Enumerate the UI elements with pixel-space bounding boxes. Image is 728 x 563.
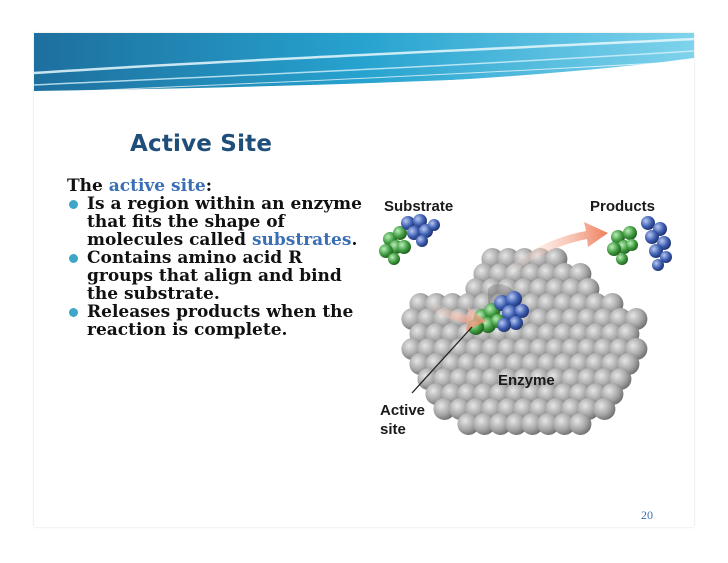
bullet-dot-icon	[69, 308, 78, 317]
substrate-sphere-blue	[416, 235, 428, 247]
enzyme-sphere	[433, 398, 456, 420]
enzyme-diagram: Substrate Products Enzyme Active site	[364, 187, 674, 447]
product-sphere-blue	[645, 230, 659, 244]
bullet-item: Releases products when the reaction is c…	[67, 303, 367, 339]
substrate-sphere-green	[393, 226, 407, 240]
substrate-sphere-green	[388, 253, 400, 265]
product-sphere-blue	[660, 251, 672, 263]
product-sphere-blue	[641, 216, 655, 230]
substrate-sphere-blue	[506, 291, 522, 307]
bullet-dot-icon	[69, 254, 78, 263]
release-arrow-icon	[494, 222, 608, 285]
slide-title: Active Site	[130, 131, 273, 157]
intro-line: The active site:	[67, 177, 367, 195]
substrate-sphere-blue	[428, 219, 440, 231]
bullet-highlight: substrates	[251, 230, 352, 250]
product-sphere-blue	[649, 244, 663, 258]
active-site-label-line1: Active	[380, 402, 425, 419]
intro-highlight: active site	[108, 176, 206, 196]
product-sphere-green	[607, 242, 621, 256]
substrate-sphere-blue	[509, 316, 523, 330]
enzyme-sphere	[593, 398, 616, 420]
substrate-sphere-blue	[497, 318, 511, 332]
slide-body: The active site: Is a region within an e…	[67, 177, 367, 339]
bullet-item: Is a region within an enzyme that fits t…	[67, 195, 367, 249]
header-wave-banner	[34, 33, 694, 113]
enzyme-sphere	[505, 413, 528, 435]
bullet-text-post: .	[351, 230, 358, 250]
product-sphere-green	[626, 239, 638, 251]
enzyme-sphere	[457, 413, 480, 435]
enzyme-sphere	[569, 413, 592, 435]
active-site-pointer	[411, 326, 473, 394]
product-sphere-green	[623, 226, 637, 240]
enzyme-label: Enzyme	[498, 372, 555, 389]
substrate-sphere-green	[397, 240, 411, 254]
bullet-text: Contains amino acid R groups that align …	[87, 248, 342, 304]
enzyme-sphere	[489, 413, 512, 435]
enzyme-molecule	[401, 248, 648, 435]
slide: Active Site The active site: Is a region…	[34, 33, 694, 527]
substrate-label: Substrate	[384, 198, 453, 215]
enzyme-sphere	[553, 413, 576, 435]
enzyme-sphere	[537, 413, 560, 435]
bullet-text-pre: Is a region within an enzyme that fits t…	[87, 194, 362, 250]
substrate-sphere-blue	[407, 226, 421, 240]
binding-arrow-icon	[424, 299, 486, 331]
bullet-dot-icon	[69, 200, 78, 209]
intro-post: :	[205, 176, 213, 196]
enzyme-sphere	[473, 413, 496, 435]
product-sphere-blue	[652, 259, 664, 271]
substrate-sphere-green	[379, 244, 393, 258]
free-substrate	[379, 214, 440, 265]
substrate-sphere-blue	[515, 304, 529, 318]
bullet-list: Is a region within an enzyme that fits t…	[67, 195, 367, 339]
products-label: Products	[590, 198, 655, 215]
bullet-text: Releases products when the reaction is c…	[87, 302, 354, 340]
bullet-item: Contains amino acid R groups that align …	[67, 249, 367, 303]
page-number: 20	[641, 508, 653, 522]
enzyme-sphere	[521, 413, 544, 435]
active-site-label-line2: site	[380, 421, 406, 438]
product-sphere-green	[616, 253, 628, 265]
product-molecules	[607, 216, 672, 271]
intro-pre: The	[67, 176, 109, 196]
